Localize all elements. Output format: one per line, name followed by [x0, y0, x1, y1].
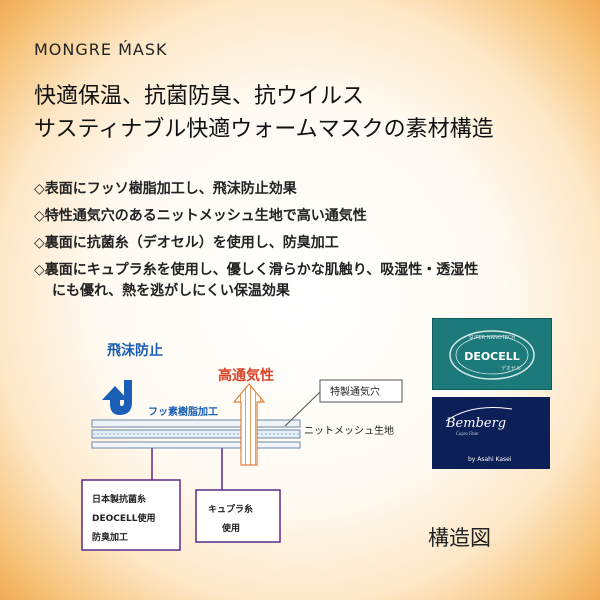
breathability-arrow [232, 383, 266, 466]
cupro-line-2: 使用 [221, 522, 240, 534]
antibacterial-line-3: 防臭加工 [92, 531, 128, 543]
antibacterial-line-2: DEOCELL使用 [92, 512, 156, 524]
antibacterial-box [81, 479, 181, 551]
deocell-sub: デオセル [501, 365, 521, 372]
headline: 快適保温、抗菌防臭、抗ウイルス サスティナブル快適ウォームマスクの素材構造 [34, 80, 594, 146]
antibacterial-line-1: 日本製抗菌糸 [92, 493, 146, 505]
deocell-name: DEOCELL [464, 350, 520, 363]
brand-logo: MONGRE ḾASK [34, 40, 168, 59]
cupro-line-1: キュプラ糸 [208, 503, 253, 515]
splash-deflect-arrow [102, 380, 132, 415]
material-structure-diagram: 飛沫防止 フッ素樹脂加工 高通気性 特製通気穴 ニットメッシュ生地 日本製抗菌糸… [81, 342, 403, 551]
knit-mesh-layer [91, 429, 301, 439]
bemberg-sub: Cupro Fiber [456, 431, 479, 436]
headline-line-1: 快適保温、抗菌防臭、抗ウイルス [34, 84, 365, 109]
bemberg-emblem: Bemberg Cupro Fiber by Asahi Kasei [445, 407, 513, 463]
headline-line-2: サスティナブル快適ウォームマスクの素材構造 [34, 117, 494, 142]
feature-item: ◇表面にフッソ樹脂加工し、飛沫防止効果 [34, 181, 297, 197]
feature-item: ◇特性通気穴のあるニットメッシュ生地で高い通気性 [34, 208, 367, 224]
special-holes-leader [284, 391, 321, 427]
splash-label: 飛沫防止 [106, 342, 163, 359]
diagram-caption: 構造図 [428, 526, 491, 550]
outer-layer [91, 419, 301, 428]
bemberg-logo: Bemberg Cupro Fiber by Asahi Kasei [432, 397, 550, 469]
feature-item-continuation: にも優れ、熱を逃がしにくい保温効果 [52, 283, 290, 299]
inner-layer [91, 441, 301, 449]
feature-item: ◇裏面にキュプラ糸を使用し、優しく滑らかな肌触り、吸湿性・透湿性 [34, 262, 479, 278]
deocell-logo: SUPER NANOTECH DEOCELL デオセル [432, 318, 552, 390]
special-holes-label: 特製通気穴 [330, 385, 380, 398]
feature-item: ◇裏面に抗菌糸（デオセル）を使用し、防臭加工 [34, 235, 339, 251]
special-holes-box [319, 379, 403, 403]
cupro-box [195, 489, 281, 543]
breathability-label: 高通気性 [218, 367, 274, 384]
bemberg-name: Bemberg [445, 416, 506, 431]
deocell-top-text: SUPER NANOTECH [469, 335, 516, 341]
fluorine-label: フッ素樹脂加工 [148, 405, 218, 418]
deocell-emblem: SUPER NANOTECH DEOCELL デオセル [449, 330, 535, 380]
feature-list: ◇表面にフッソ樹脂加工し、飛沫防止効果 ◇特性通気穴のあるニットメッシュ生地で高… [34, 176, 594, 305]
bemberg-maker: by Asahi Kasei [468, 456, 512, 463]
knit-mesh-label: ニットメッシュ生地 [304, 424, 394, 437]
